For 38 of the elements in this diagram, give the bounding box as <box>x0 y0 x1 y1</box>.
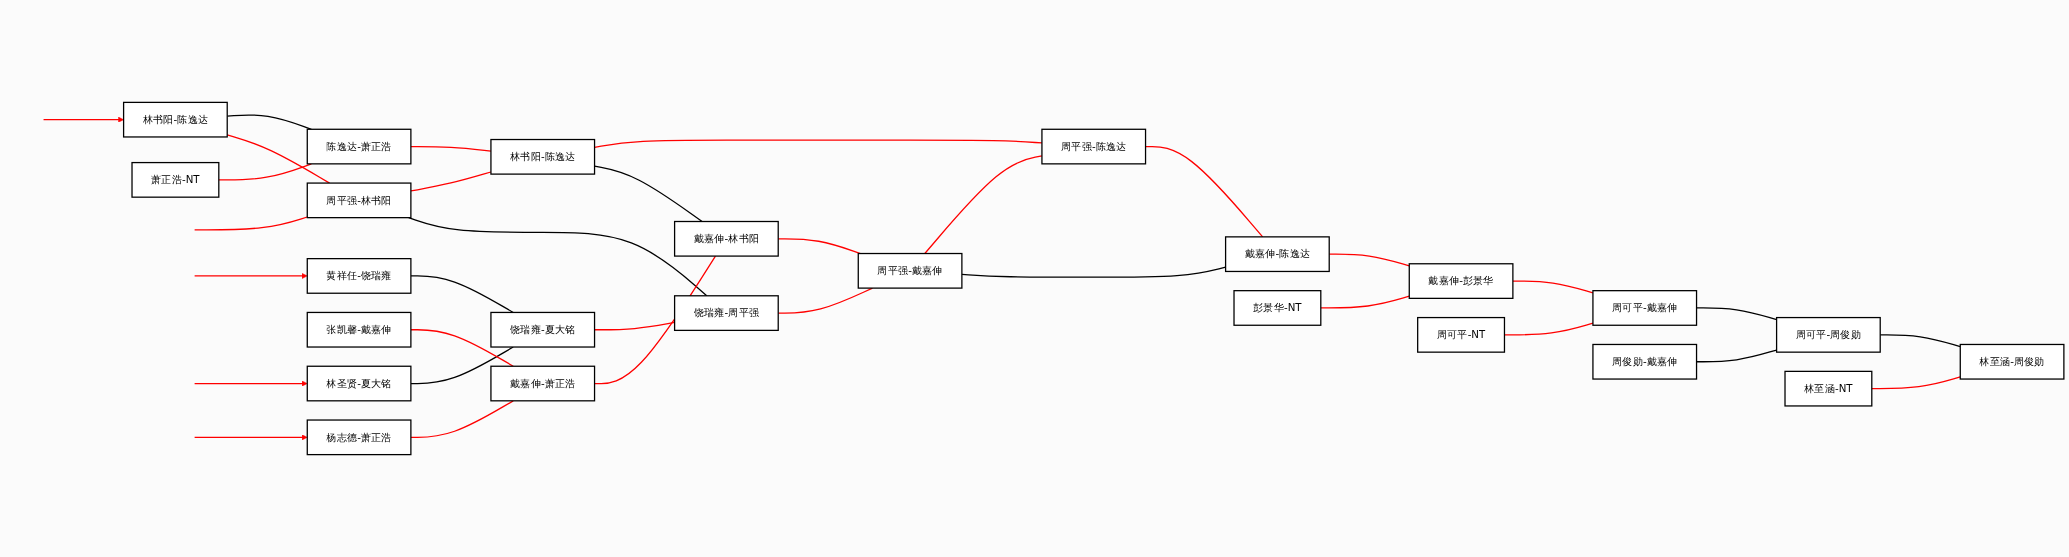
arrow <box>194 380 308 387</box>
node-box: 陈逸达-萧正浩 <box>306 128 412 165</box>
connector <box>194 216 308 231</box>
node-box: 周平强-林书阳 <box>306 182 412 219</box>
node-box: 戴嘉伸-林书阳 <box>673 220 779 257</box>
connector <box>408 217 708 297</box>
node-box: 饶瑞雍-夏大铭 <box>490 311 596 348</box>
connector <box>410 171 492 192</box>
node-box: 黄祥任-饶瑞雍 <box>306 258 412 294</box>
node-box: 周俊勋-戴嘉伸 <box>1592 343 1698 380</box>
node-box: 饶瑞雍-周平强 <box>673 295 779 331</box>
connector <box>1320 295 1410 309</box>
connector <box>410 275 514 314</box>
node-box: 戴嘉伸-萧正浩 <box>490 365 596 402</box>
arrow <box>194 273 308 279</box>
node-box: 林书阳-陈逸达 <box>490 138 596 175</box>
arrow <box>194 434 308 441</box>
node-box: 周平强-陈逸达 <box>1041 128 1147 165</box>
node-box: 彭景华-NT <box>1233 290 1322 326</box>
node-box: 林圣贤-夏大铭 <box>306 365 412 402</box>
node-box: 林至涵-NT <box>1784 370 1873 407</box>
node-box: 林至涵-周俊勋 <box>1959 343 2065 380</box>
connector <box>226 134 331 184</box>
node-box: 周可平-周俊勋 <box>1775 316 1881 353</box>
arrow <box>42 116 124 123</box>
connector <box>410 346 514 385</box>
node-box: 戴嘉伸-陈逸达 <box>1224 236 1330 273</box>
node-box: 萧正浩-NT <box>131 161 220 198</box>
node-box: 周可平-NT <box>1417 316 1506 353</box>
node-box: 林书阳-陈逸达 <box>122 101 228 138</box>
node-box: 戴嘉伸-彭景华 <box>1408 263 1514 299</box>
node-box: 张凯馨-戴嘉伸 <box>306 311 412 348</box>
node-box: 周平强-戴嘉伸 <box>857 252 963 289</box>
connector <box>1871 376 1961 390</box>
node-box: 周可平-戴嘉伸 <box>1592 290 1698 326</box>
connector <box>410 329 514 367</box>
node-box: 杨志德-萧正浩 <box>306 419 412 456</box>
connector <box>410 400 514 438</box>
